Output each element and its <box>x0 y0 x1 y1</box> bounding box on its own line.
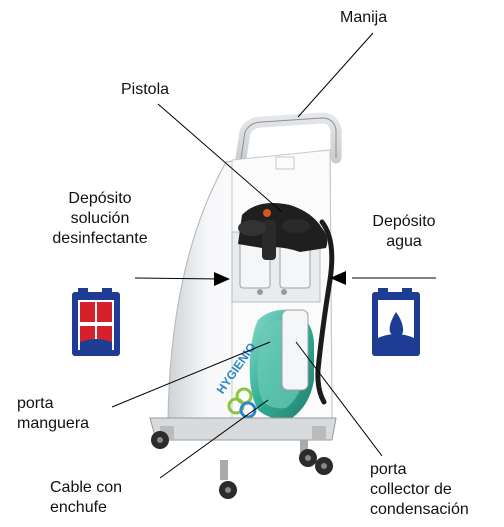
arrow-deposito-solucion <box>214 272 230 286</box>
water-tank-icon <box>372 288 420 356</box>
spray-gun <box>238 202 335 405</box>
label-porta-manguera: porta manguera <box>17 395 90 432</box>
cart-base <box>149 417 337 480</box>
label-deposito-agua: Depósito agua <box>372 213 436 250</box>
arrow-deposito-agua <box>330 271 346 285</box>
callout-lines <box>111 32 436 479</box>
label-pistola: Pistola <box>121 81 170 98</box>
leader-porta-collector <box>295 341 383 457</box>
leader-pistola <box>157 103 283 213</box>
arrowheads <box>214 271 346 286</box>
condensation-collector <box>281 309 309 391</box>
label-cable-enchufe: Cable con enchufe <box>50 479 123 516</box>
label-porta-collector: porta collector de condensación <box>370 461 469 518</box>
leader-manija <box>297 32 374 118</box>
leader-porta-manguera <box>111 341 271 408</box>
disinfectant-tank-icon <box>72 288 120 356</box>
cart-handle <box>226 112 342 224</box>
leader-cable <box>159 399 269 479</box>
label-deposito-solucion: Depósito solución desinfectante <box>52 190 148 247</box>
leader-deposito-solucion <box>134 277 223 280</box>
label-manija: Manija <box>340 9 388 26</box>
wheels <box>151 431 333 499</box>
